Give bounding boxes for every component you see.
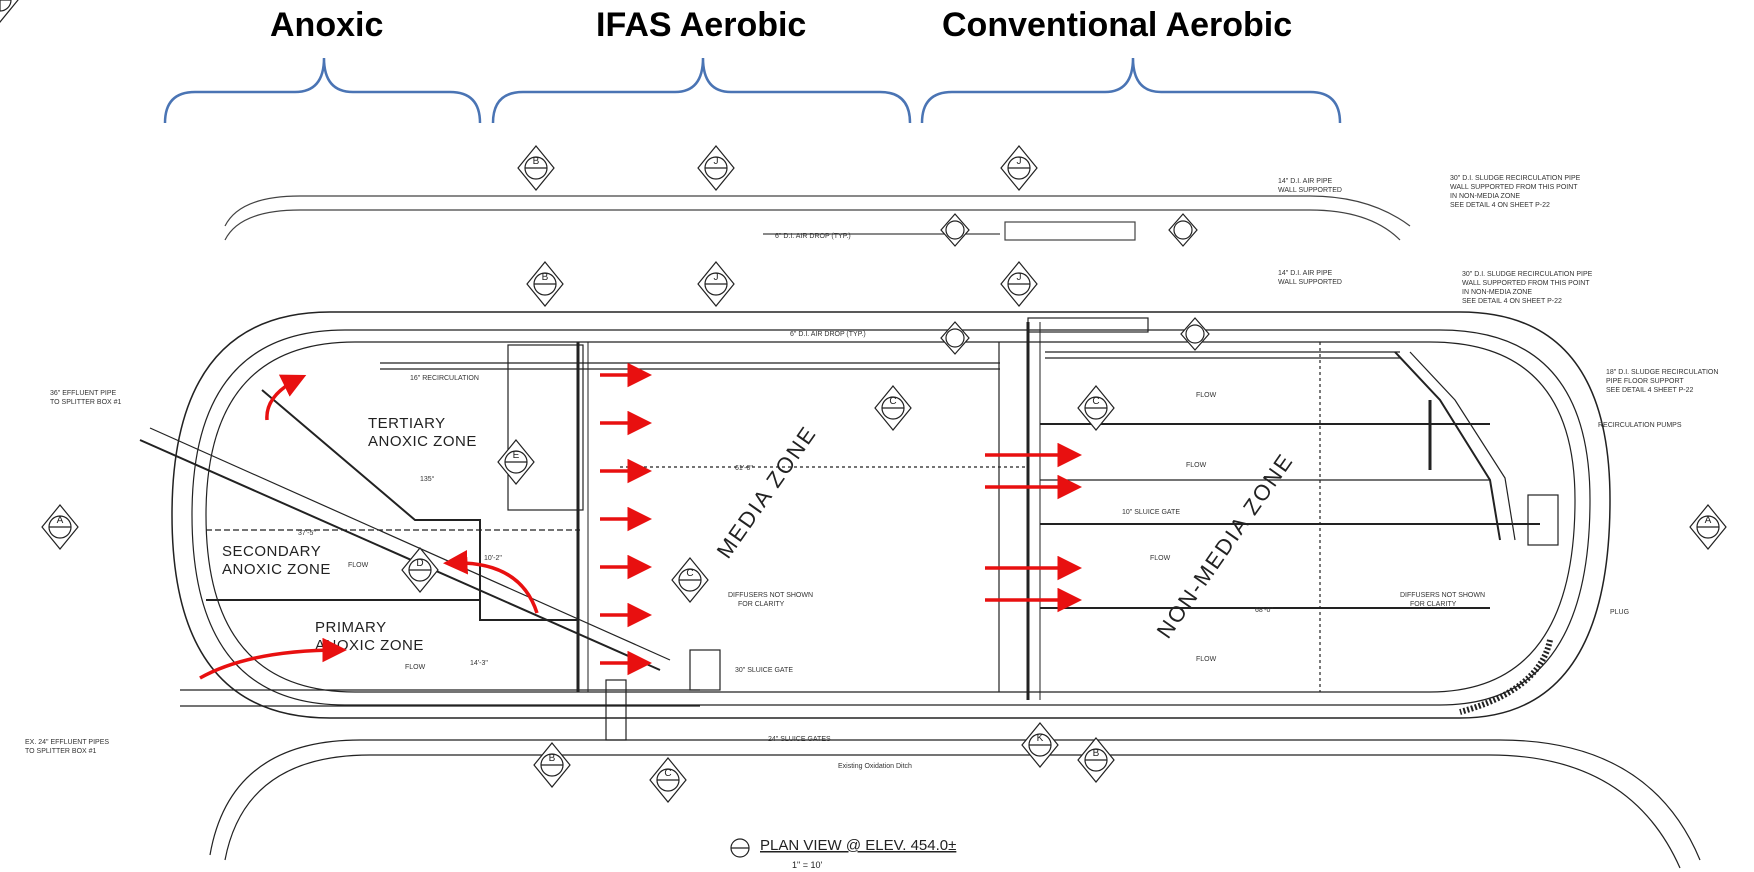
svg-text:B: B — [549, 753, 556, 764]
anoxic-brace — [163, 57, 482, 124]
effluent24-note-1: EX. 24" EFFLUENT PIPES — [25, 739, 109, 746]
svg-text:J: J — [714, 156, 719, 167]
sludge-note-top-3: IN NON-MEDIA ZONE — [1450, 193, 1520, 200]
secondary-label-1: SECONDARY — [222, 543, 321, 560]
scale-note: 1" = 10' — [792, 860, 822, 870]
flow-note-5: FLOW — [348, 562, 369, 569]
sludge18-note-2: PIPE FLOOR SUPPORT — [1606, 378, 1684, 385]
outer-wall — [171, 311, 1611, 719]
tertiary-label-2: ANOXIC ZONE — [368, 433, 477, 450]
sludge-note-top-1: 30" D.I. SLUDGE RECIRCULATION PIPE — [1450, 175, 1581, 182]
dim-4: 68'-0" — [1255, 607, 1273, 614]
tertiary-label-1: TERTIARY — [368, 415, 446, 432]
non-media-zone-label: NON-MEDIA ZONE — [1152, 448, 1299, 642]
flow-note-1: FLOW — [1196, 392, 1217, 399]
air-pipe-note-2: WALL SUPPORTED — [1278, 279, 1342, 286]
sludge-note-top-4: SEE DETAIL 4 ON SHEET P-22 — [1450, 202, 1550, 209]
conventional-aerobic-header: Conventional Aerobic — [942, 6, 1293, 44]
svg-text:E: E — [513, 450, 520, 461]
svg-text:C: C — [1092, 396, 1099, 407]
air-pipe-note-top-2: WALL SUPPORTED — [1278, 187, 1342, 194]
recirculation-note: 16" RECIRCULATION — [410, 375, 479, 382]
anoxic-header: Anoxic — [270, 6, 384, 44]
svg-text:J: J — [1017, 156, 1022, 167]
effluent24-note-2: TO SPLITTER BOX #1 — [25, 748, 97, 755]
zone-braces — [163, 57, 1342, 124]
svg-text:A: A — [1705, 515, 1712, 526]
svg-text:B: B — [1093, 748, 1100, 759]
inner-wall — [191, 329, 1591, 706]
conventional-brace — [920, 57, 1342, 124]
sludge18-note-1: 18" D.I. SLUDGE RECIRCULATION — [1606, 369, 1718, 376]
flow-note-4: FLOW — [1196, 656, 1217, 663]
diffusers-media-1: DIFFUSERS NOT SHOWN — [728, 592, 813, 599]
angle-note: 135° — [420, 475, 435, 483]
sludge-note-1: 30" D.I. SLUDGE RECIRCULATION PIPE — [1462, 271, 1593, 278]
air-drop-note-top: 6" D.I. AIR DROP (TYP.) — [775, 233, 851, 240]
svg-text:B: B — [533, 156, 540, 167]
sludge-note-2: WALL SUPPORTED FROM THIS POINT — [1462, 280, 1590, 287]
svg-text:J: J — [1017, 272, 1022, 283]
svg-text:A: A — [57, 515, 64, 526]
svg-text:D: D — [416, 558, 423, 569]
media-zone-label: MEDIA ZONE — [712, 421, 822, 563]
diffusers-non-media-2: FOR CLARITY — [1410, 601, 1457, 608]
dim-3: 61'-0" — [735, 465, 753, 472]
effluent-note-1: 36" EFFLUENT PIPE — [50, 390, 116, 397]
flow-note-2: FLOW — [1186, 462, 1207, 469]
sludge-note-top-2: WALL SUPPORTED FROM THIS POINT — [1450, 184, 1578, 191]
primary-label-1: PRIMARY — [315, 619, 387, 636]
top-duplicate-strip — [224, 195, 1411, 241]
diffusers-media-2: FOR CLARITY — [738, 601, 785, 608]
plug-note: PLUG — [1610, 609, 1629, 616]
dim-5: 14'-3" — [470, 660, 488, 667]
svg-text:C: C — [664, 768, 671, 779]
secondary-label-2: ANOXIC ZONE — [222, 561, 331, 578]
air-pipe-note: 14" D.I. AIR PIPE — [1278, 270, 1333, 277]
flow-note-6: FLOW — [405, 664, 426, 671]
section-markers — [0, 0, 19, 23]
recirc-pumps-note: RECIRCULATION PUMPS — [1598, 422, 1682, 429]
dim-1: 37'-5" — [298, 530, 316, 537]
svg-text:B: B — [542, 272, 549, 283]
svg-text:C: C — [889, 396, 896, 407]
svg-text:J: J — [714, 272, 719, 283]
existing-ditch-note: Existing Oxidation Ditch — [838, 763, 912, 770]
sludge18-note-3: SEE DETAIL 4 SHEET P-22 — [1606, 387, 1694, 394]
sluice24-note: 24" SLUICE GATES — [768, 736, 831, 743]
ifas-brace — [491, 57, 912, 124]
flow-arrows — [199, 362, 1082, 680]
sludge-note-3: IN NON-MEDIA ZONE — [1462, 289, 1532, 296]
plan-view-title: PLAN VIEW @ ELEV. 454.0± — [760, 837, 956, 854]
diffusers-non-media-1: DIFFUSERS NOT SHOWN — [1400, 592, 1485, 599]
ifas-aerobic-header: IFAS Aerobic — [596, 6, 807, 44]
basin-wall — [205, 341, 1576, 693]
svg-text:K: K — [1037, 733, 1044, 744]
sluice30-note: 30" SLUICE GATE — [735, 667, 793, 674]
dim-2: 10'-2" — [484, 555, 502, 562]
sluice10-note: 10" SLUICE GATE — [1122, 509, 1180, 516]
effluent-note-2: TO SPLITTER BOX #1 — [50, 399, 122, 406]
air-drop-note: 6" D.I. AIR DROP (TYP.) — [790, 331, 866, 338]
flow-note-3: FLOW — [1150, 555, 1171, 562]
svg-text:C: C — [686, 568, 693, 579]
air-pipe-note-top: 14" D.I. AIR PIPE — [1278, 178, 1333, 185]
sludge-note-4: SEE DETAIL 4 ON SHEET P-22 — [1462, 298, 1562, 305]
